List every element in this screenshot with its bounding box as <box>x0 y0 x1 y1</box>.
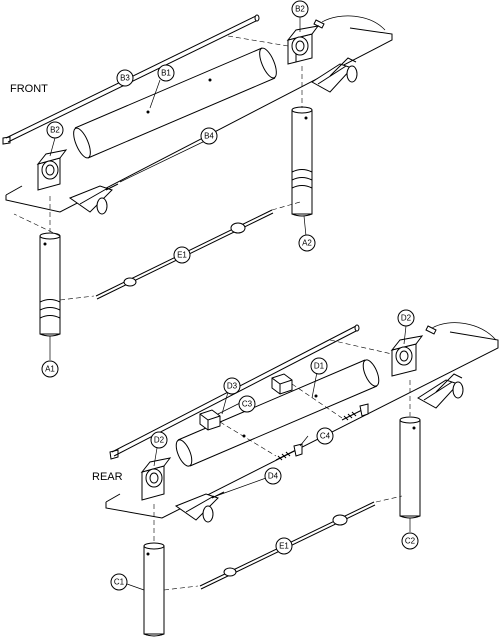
svg-text:B2: B2 <box>50 126 60 135</box>
svg-text:B2: B2 <box>295 5 305 14</box>
callout-rear-d1: D1 <box>310 357 328 375</box>
svg-text:B1: B1 <box>161 69 171 78</box>
svg-text:A2: A2 <box>302 239 312 248</box>
callout-front-b1: B1 <box>157 64 175 82</box>
svg-text:D1: D1 <box>314 362 325 371</box>
svg-text:C3: C3 <box>242 400 253 409</box>
svg-text:C2: C2 <box>405 537 416 546</box>
svg-text:E1: E1 <box>279 542 289 551</box>
callout-front-a2: A2 <box>298 234 316 252</box>
rear-label: REAR <box>92 471 123 483</box>
callout-front-a1: A1 <box>41 360 59 378</box>
quick-release-left <box>68 183 119 215</box>
callout-rear-c4: C4 <box>316 427 334 445</box>
rear-leader-lines <box>126 325 411 591</box>
svg-text:C1: C1 <box>114 578 125 587</box>
callout-rear-d3: D3 <box>223 377 241 395</box>
svg-text:B4: B4 <box>204 132 214 141</box>
leg-c1 <box>143 542 165 637</box>
spacer-c3-lower <box>199 409 221 431</box>
clamp-block-top-right <box>286 25 320 65</box>
svg-text:D4: D4 <box>268 472 279 481</box>
callout-rear-d4: D4 <box>264 467 282 485</box>
callout-front-b3: B3 <box>116 69 134 87</box>
leg-c2 <box>399 416 421 519</box>
callout-front-b4: B4 <box>200 127 218 145</box>
svg-text:D2: D2 <box>154 436 165 445</box>
callout-rear-c3: C3 <box>238 395 256 413</box>
quick-release-rear-right <box>417 373 464 409</box>
spacer-c3-upper <box>271 373 293 395</box>
quick-release-rear-left <box>174 491 225 523</box>
callout-rear-e1: E1 <box>275 537 293 555</box>
leg-a2 <box>291 106 313 217</box>
bolt-c4-upper <box>341 403 369 421</box>
callout-rear-c2: C2 <box>401 532 419 550</box>
clamp-block-left <box>36 149 68 191</box>
quick-release-top-right <box>311 57 358 93</box>
callout-front-e1: E1 <box>173 246 191 264</box>
callout-rear-c1: C1 <box>110 573 128 591</box>
svg-text:E1: E1 <box>177 251 187 260</box>
front-guide-lines <box>13 35 303 301</box>
callout-front-b2-top: B2 <box>291 0 309 18</box>
bolt-c4-lower <box>275 443 303 461</box>
svg-text:A1: A1 <box>45 365 55 374</box>
leg-a1 <box>39 232 61 337</box>
callout-rear-d2-left: D2 <box>150 431 168 449</box>
clamp-block-rear-right <box>390 335 424 377</box>
tube-b1 <box>73 47 277 159</box>
callout-rear-d2-top: D2 <box>397 309 415 327</box>
svg-text:D3: D3 <box>227 382 238 391</box>
rear-guide-lines <box>153 339 411 591</box>
rear-assembly: REAR <box>92 309 499 637</box>
front-label: FRONT <box>10 83 48 95</box>
front-plate <box>5 27 393 213</box>
front-leader-lines <box>49 16 307 360</box>
svg-text:C4: C4 <box>320 432 331 441</box>
callout-front-b2-left: B2 <box>46 121 64 139</box>
front-assembly: FRONT <box>2 0 393 378</box>
svg-text:D2: D2 <box>401 314 412 323</box>
svg-text:B3: B3 <box>120 74 130 83</box>
clamp-block-rear-left <box>140 457 172 501</box>
